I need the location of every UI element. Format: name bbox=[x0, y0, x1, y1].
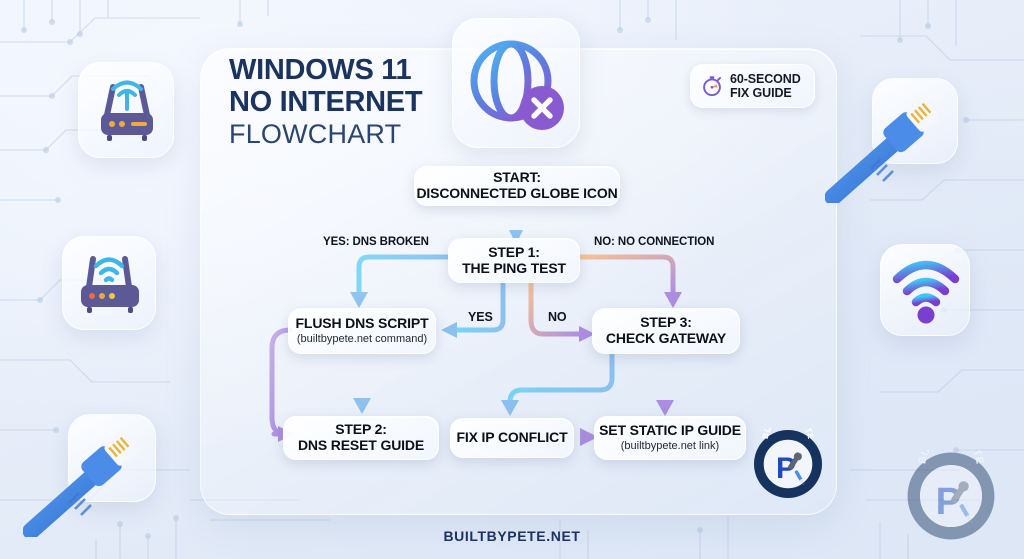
node-fix-ip-label: FIX IP CONFLICT bbox=[456, 429, 568, 446]
node-static-ip-sublabel: (builtbypete.net link) bbox=[620, 439, 720, 452]
node-flush-dns-script[interactable]: FLUSH DNS SCRIPT (builtbypete.net comman… bbox=[288, 308, 436, 354]
badge-line-1: 60-SECOND bbox=[730, 72, 801, 86]
edge-label-yes: YES bbox=[468, 310, 493, 324]
node-step2-label: STEP 2: bbox=[335, 421, 387, 438]
ethernet-cable-card-right bbox=[825, 78, 958, 203]
modem-router-card bbox=[62, 236, 156, 330]
built-by-pete-logo-icon: BUILT BY PETE P bbox=[754, 413, 822, 498]
title-line-3: FLOWCHART bbox=[229, 119, 402, 149]
stopwatch-icon bbox=[703, 76, 722, 97]
title-line-2: NO INTERNET bbox=[229, 86, 423, 118]
badge-text: 60-SECOND FIX GUIDE bbox=[730, 72, 801, 100]
edge-label-yes-dns-broken: YES: DNS BROKEN bbox=[323, 236, 429, 248]
edge-label-no: NO bbox=[548, 310, 567, 324]
wifi-signal-card bbox=[880, 244, 970, 336]
node-step1-label: STEP 1: bbox=[488, 243, 540, 260]
ethernet-cable-icon bbox=[825, 98, 940, 203]
title-line-1: WINDOWS 11 bbox=[229, 54, 412, 86]
svg-text:P: P bbox=[776, 452, 796, 485]
wifi-router-icon bbox=[101, 80, 153, 141]
node-start-label: START: bbox=[493, 169, 541, 186]
footer-website: BUILTBYPETE.NET bbox=[443, 528, 581, 544]
node-flush-dns-sublabel: (builtbypete.net command) bbox=[296, 332, 428, 345]
badge-line-2: FIX GUIDE bbox=[730, 86, 792, 100]
svg-text:P: P bbox=[936, 480, 962, 523]
disconnected-globe-icon bbox=[470, 40, 564, 130]
node-step3-label: STEP 3: bbox=[640, 314, 692, 331]
edge-label-no-no-connection: NO: NO CONNECTION bbox=[594, 236, 715, 248]
node-step3[interactable]: STEP 3: CHECK GATEWAY bbox=[592, 308, 740, 354]
node-fix-ip-conflict[interactable]: FIX IP CONFLICT bbox=[450, 418, 574, 458]
ethernet-cable-card-left bbox=[23, 414, 156, 537]
node-step2[interactable]: STEP 2: DNS RESET GUIDE bbox=[283, 416, 439, 460]
node-flush-dns-label: FLUSH DNS SCRIPT bbox=[295, 314, 429, 331]
built-by-pete-logo: BUILT BY PETE P bbox=[752, 413, 824, 505]
wifi-signal-icon bbox=[892, 260, 960, 324]
node-step1-sublabel: THE PING TEST bbox=[462, 259, 566, 276]
node-step1[interactable]: STEP 1: THE PING TEST bbox=[448, 238, 580, 283]
page-title: WINDOWS 11 NO INTERNET FLOWCHART bbox=[229, 56, 469, 148]
node-static-ip-label: SET STATIC IP GUIDE bbox=[599, 421, 741, 438]
fix-guide-badge: 60-SECOND FIX GUIDE bbox=[690, 64, 815, 108]
globe-icon-card bbox=[452, 18, 580, 148]
wifi-router-card bbox=[78, 62, 174, 158]
modem-router-icon bbox=[81, 256, 139, 313]
node-step3-sublabel: CHECK GATEWAY bbox=[605, 330, 727, 346]
node-start[interactable]: START: DISCONNECTED GLOBE ICON bbox=[414, 166, 620, 206]
node-step2-sublabel: DNS RESET GUIDE bbox=[297, 437, 425, 453]
ethernet-cable-icon bbox=[23, 432, 138, 537]
node-start-sublabel: DISCONNECTED GLOBE ICON bbox=[416, 185, 618, 201]
node-set-static-ip-guide[interactable]: SET STATIC IP GUIDE (builtbypete.net lin… bbox=[594, 416, 746, 460]
